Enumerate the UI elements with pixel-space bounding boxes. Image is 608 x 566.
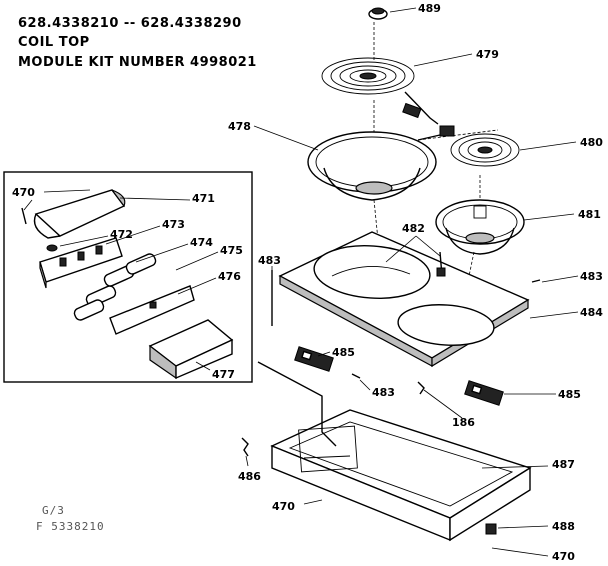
part-487-housing	[270, 409, 532, 542]
part-473-switch-block	[39, 237, 123, 289]
callout-485-right: 485	[558, 388, 581, 401]
part-486-clips	[241, 381, 425, 457]
callout-470-housing: 470	[272, 500, 295, 513]
part-485-terminal-blocks	[294, 346, 504, 406]
callout-487: 487	[552, 458, 575, 471]
part-471-cover	[33, 189, 126, 239]
part-479-large-coil	[321, 57, 439, 125]
model-number-title: 628.4338210 -- 628.4338290	[18, 16, 242, 31]
part-483-screws	[271, 270, 541, 379]
callout-489: 489	[418, 2, 441, 15]
callout-488: 488	[552, 520, 575, 533]
callout-479: 479	[476, 48, 499, 61]
callout-477: 477	[212, 368, 235, 381]
stamp-code-line2: F 5338210	[36, 520, 105, 533]
callout-470-inset: 470	[12, 186, 35, 199]
callout-labels: 489 479 478 480 481 482 483 483 484 485 …	[12, 2, 603, 563]
callout-476: 476	[218, 270, 241, 283]
part-470-screw	[21, 207, 27, 225]
callout-482: 482	[402, 222, 425, 235]
part-482-bracket	[436, 251, 446, 277]
part-488-screw	[485, 523, 497, 535]
wire-harness	[257, 361, 337, 447]
callout-483-right: 483	[580, 270, 603, 283]
coil-top-subtitle: COIL TOP	[18, 35, 90, 50]
part-480-small-coil	[417, 125, 520, 167]
part-481-small-drip-bowl	[435, 199, 525, 255]
part-484-cooktop-plate	[278, 231, 530, 368]
leader-lines	[23, 7, 579, 557]
callout-186: 186	[452, 416, 475, 429]
part-476-panel	[109, 285, 195, 335]
callout-483-left: 483	[258, 254, 281, 267]
callout-471: 471	[192, 192, 215, 205]
control-inset-box	[3, 171, 253, 383]
part-474-knobs	[73, 253, 157, 321]
callout-475: 475	[220, 244, 243, 257]
callout-470-bottom: 470	[552, 550, 575, 563]
stamp-code-line1: G/3	[42, 504, 65, 517]
part-477-housing	[148, 319, 234, 380]
callout-478: 478	[228, 120, 251, 133]
callout-480: 480	[580, 136, 603, 149]
part-489-cap	[368, 7, 388, 20]
callout-481: 481	[578, 208, 601, 221]
callout-472: 472	[110, 228, 133, 241]
callout-473: 473	[162, 218, 185, 231]
callout-483-center: 483	[372, 386, 395, 399]
callout-474: 474	[190, 236, 213, 249]
module-kit-number: MODULE KIT NUMBER 4998021	[18, 55, 257, 70]
callout-486: 486	[238, 470, 261, 483]
part-478-large-drip-bowl	[307, 131, 437, 201]
callout-484: 484	[580, 306, 603, 319]
callout-485-left: 485	[332, 346, 355, 359]
